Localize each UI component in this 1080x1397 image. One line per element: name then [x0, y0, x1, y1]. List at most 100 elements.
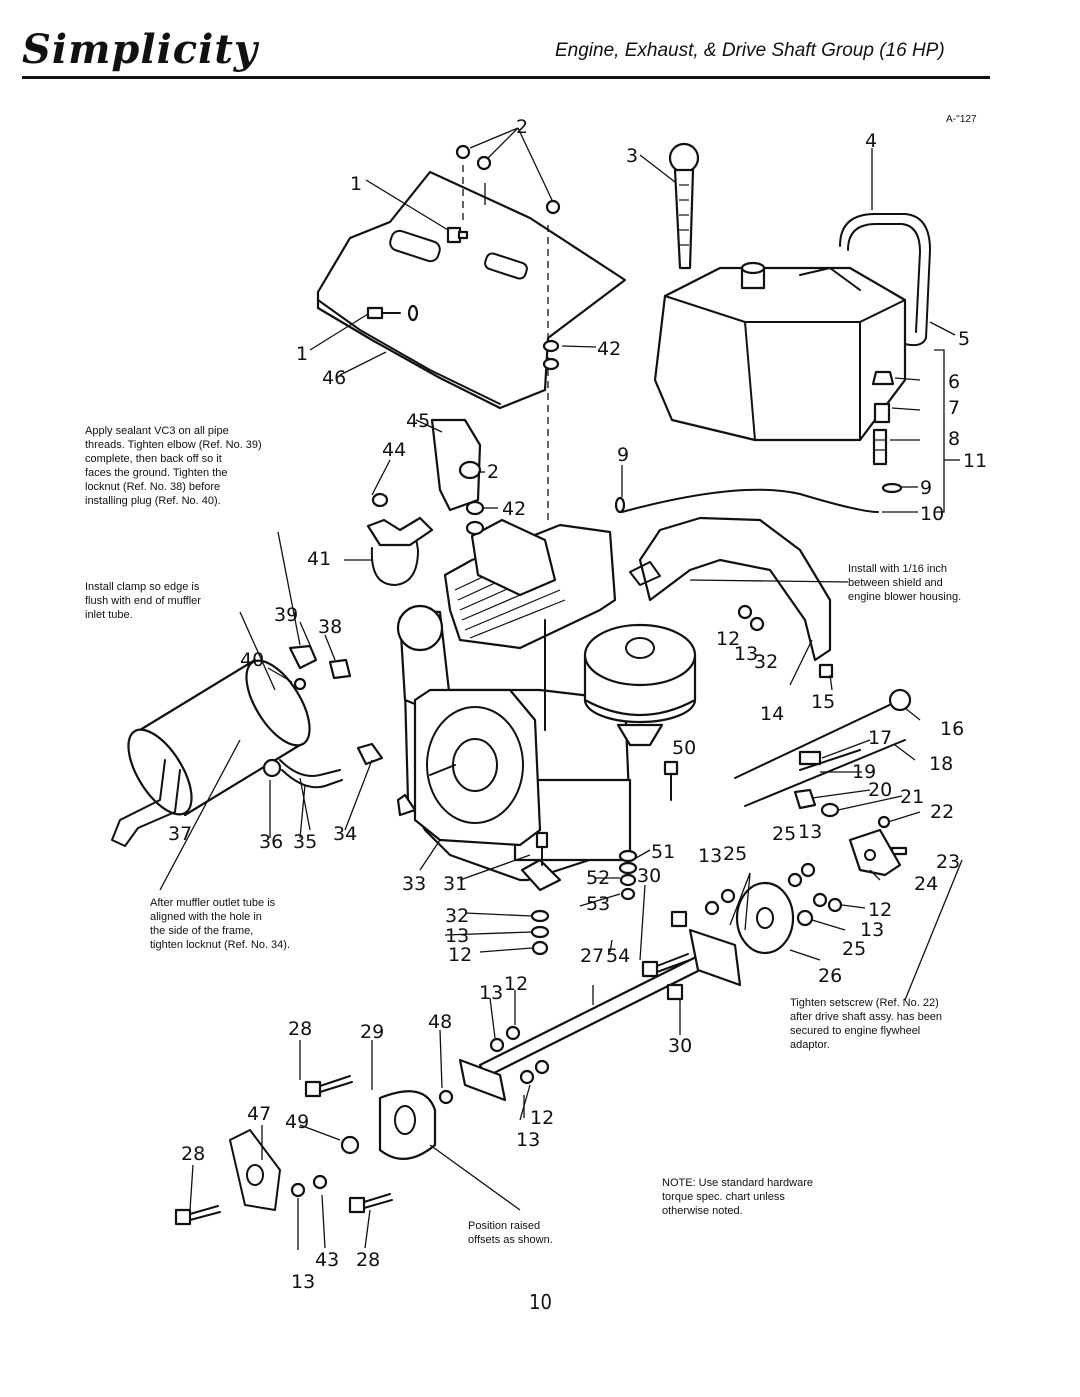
callout: 2 [487, 461, 499, 483]
note-sealant: Apply sealant VC3 on all pipe threads. T… [85, 425, 262, 507]
callout: 12 [504, 973, 528, 995]
callout-numbers: 2 1 3 4 1 42 5 46 6 7 45 8 44 9 11 2 42 … [168, 116, 987, 1293]
callout: 13 [516, 1129, 540, 1151]
callout: 29 [360, 1021, 384, 1043]
callout: 26 [818, 965, 842, 987]
drive-shaft [229, 928, 742, 1211]
tank-strap [839, 213, 931, 347]
callout: 3 [626, 145, 638, 167]
note-shield-gap: Install with 1/16 inch between shield an… [848, 563, 962, 603]
callout: 9 [920, 477, 932, 499]
callout: 31 [443, 873, 467, 895]
callout: 32 [445, 905, 469, 927]
muffler-clamp [366, 418, 485, 586]
muffler [111, 658, 343, 847]
callout: 30 [668, 1035, 692, 1057]
bolts [174, 663, 834, 1226]
callout: 53 [586, 893, 610, 915]
callout: 23 [936, 851, 960, 873]
callout: 18 [929, 753, 953, 775]
shield-hardware [366, 144, 561, 520]
callout: 13 [798, 821, 822, 843]
callout: 47 [247, 1103, 271, 1125]
callout: 13 [479, 982, 503, 1004]
callout: 12 [716, 628, 740, 650]
blower-shield [629, 516, 849, 662]
callout: 14 [760, 703, 784, 725]
callout: 41 [307, 548, 331, 570]
callout: 28 [288, 1018, 312, 1040]
callout: 9 [617, 444, 629, 466]
callout: 27 [580, 945, 604, 967]
dipstick [668, 142, 700, 270]
callout: 6 [948, 371, 960, 393]
callout: 20 [868, 779, 892, 801]
callout: 12 [530, 1107, 554, 1129]
callout: 8 [948, 428, 960, 450]
callout: 13 [445, 925, 469, 947]
fuel-fittings [614, 370, 903, 514]
callout: 4 [865, 130, 877, 152]
fuel-tank [653, 261, 907, 442]
callout: 22 [930, 801, 954, 823]
callout: 24 [914, 873, 938, 895]
engine-block [396, 518, 632, 892]
callout: 16 [940, 718, 964, 740]
callout: 39 [274, 604, 298, 626]
callout: 42 [502, 498, 526, 520]
callout: 34 [333, 823, 357, 845]
drawing-number: A-''127 [946, 114, 977, 125]
callout: 28 [356, 1249, 380, 1271]
callout: 5 [958, 328, 970, 350]
exhaust-shield [316, 170, 627, 410]
callout: 25 [723, 843, 747, 865]
callout: 25 [842, 938, 866, 960]
brand-logo: Simplicity [22, 26, 259, 73]
callout: 51 [651, 841, 675, 863]
callout: 43 [315, 1249, 339, 1271]
callout: 12 [868, 899, 892, 921]
callout: 44 [382, 439, 406, 461]
callout: 17 [868, 727, 892, 749]
callout: 2 [516, 116, 528, 138]
callout: 1 [296, 343, 308, 365]
note-setscrew: Tighten setscrew (Ref. No. 22) after dri… [790, 997, 943, 1051]
callout: 13 [291, 1271, 315, 1293]
callout: 36 [259, 831, 283, 853]
callout: 45 [406, 410, 430, 432]
callout: 54 [606, 945, 630, 967]
note-raised-offsets: Position raised offsets as shown. [468, 1220, 553, 1246]
callout: 37 [168, 823, 192, 845]
washers-and-nuts [290, 604, 843, 1198]
callout: 40 [240, 649, 264, 671]
callout: 13 [698, 845, 722, 867]
callout: 13 [860, 919, 884, 941]
callout: 52 [586, 867, 610, 889]
throttle-cables [734, 688, 912, 856]
callout: 13 [734, 643, 758, 665]
leader-lines [159, 127, 963, 1250]
page-title: Engine, Exhaust, & Drive Shaft Group (16… [555, 40, 945, 61]
callout: 50 [672, 737, 696, 759]
callout: 1 [350, 173, 362, 195]
callout: 38 [318, 616, 342, 638]
callout: 42 [597, 338, 621, 360]
callout: 19 [852, 761, 876, 783]
callout: 46 [322, 367, 346, 389]
callout: 49 [285, 1111, 309, 1133]
note-muffler-locknut: After muffler outlet tube is aligned wit… [150, 897, 291, 951]
flywheel-adaptor [735, 828, 902, 955]
callout: 15 [811, 691, 835, 713]
air-cleaner [583, 623, 697, 747]
callout: 7 [948, 397, 960, 419]
callout: 10 [920, 503, 944, 525]
callout: 35 [293, 831, 317, 853]
callout: 25 [772, 823, 796, 845]
note-clamp: Install clamp so edge is flush with end … [85, 581, 201, 621]
callout: 48 [428, 1011, 452, 1033]
callout: 28 [181, 1143, 205, 1165]
header-rule [22, 76, 990, 79]
elbow-fitting [288, 644, 384, 766]
page-number: 10 [529, 1290, 552, 1314]
